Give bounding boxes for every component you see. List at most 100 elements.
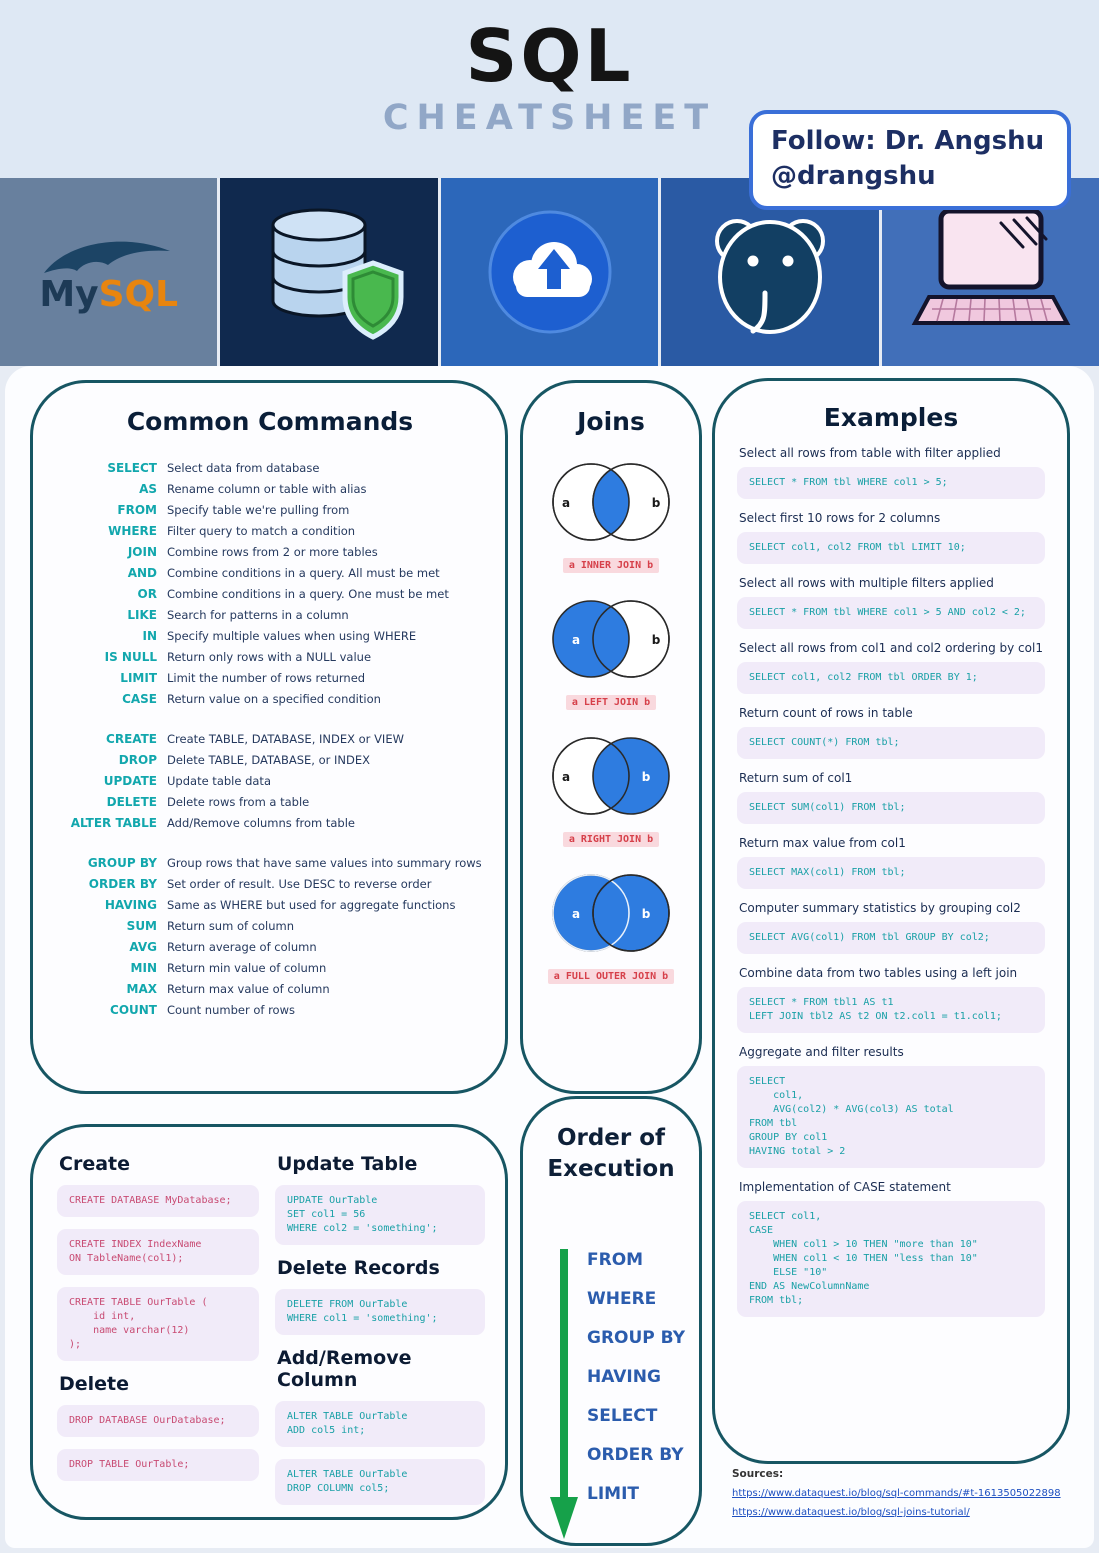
venn-label-b: b	[652, 633, 661, 647]
command-description: Limit the number of rows returned	[167, 671, 366, 685]
order-of-execution-title: Order of Execution	[523, 1123, 699, 1185]
order-title-line1: Order of	[556, 1125, 666, 1151]
command-keyword: OR	[137, 587, 157, 601]
venn-full-outer-join: a b a FULL OUTER JOIN b	[523, 861, 699, 984]
command-keyword: GROUP BY	[87, 856, 157, 870]
inner-join-caption: a INNER JOIN b	[562, 558, 660, 573]
command-row: ORDER BY Set order of result. Use DESC t…	[49, 874, 491, 895]
command-row: SUM Return sum of column	[49, 916, 491, 937]
command-keyword: LIKE	[127, 608, 157, 622]
example-code: SELECT * FROM tbl WHERE col1 > 5 AND col…	[737, 597, 1045, 629]
left-join-caption: a LEFT JOIN b	[565, 695, 657, 710]
command-description: Same as WHERE but used for aggregate fun…	[167, 898, 456, 912]
example-label: Return max value from col1	[739, 836, 906, 850]
command-description: Create TABLE, DATABASE, INDEX or VIEW	[167, 732, 404, 746]
command-keyword: COUNT	[110, 1003, 157, 1017]
command-description: Return average of column	[167, 940, 317, 954]
full-outer-join-caption: a FULL OUTER JOIN b	[547, 969, 675, 984]
command-row: AS Rename column or table with alias	[49, 479, 491, 500]
example-label: Combine data from two tables using a lef…	[739, 966, 1018, 980]
order-title-line2: Execution	[547, 1156, 675, 1183]
command-row: HAVING Same as WHERE but used for aggreg…	[49, 895, 491, 916]
example-item: Return sum of col1 SELECT SUM(col1) FROM…	[737, 771, 1045, 824]
command-keyword: IS NULL	[104, 650, 157, 664]
command-keyword: HAVING	[104, 898, 157, 912]
source-link[interactable]: https://www.dataquest.io/blog/sql-joins-…	[732, 1507, 970, 1518]
command-row: ALTER TABLE Add/Remove columns from tabl…	[49, 813, 491, 834]
sources-label: Sources:	[732, 1468, 784, 1480]
command-row: LIMIT Limit the number of rows returned	[49, 668, 491, 689]
command-row: AND Combine conditions in a query. All m…	[49, 563, 491, 584]
ddl-panel: Create CREATE DATABASE MyDatabase;CREATE…	[30, 1124, 508, 1520]
example-item: Select first 10 rows for 2 columns SELEC…	[737, 511, 1045, 564]
delete-heading: Delete	[59, 1373, 130, 1395]
command-description: Specify multiple values when using WHERE	[167, 629, 417, 643]
command-row: COUNT Count number of rows	[49, 1000, 491, 1021]
example-label: Computer summary statistics by grouping …	[739, 901, 1021, 915]
command-keyword: AS	[139, 482, 157, 496]
ddl-code-block: DROP TABLE OurTable;	[57, 1449, 259, 1481]
command-row: DELETE Delete rows from a table	[49, 792, 491, 813]
execution-step: WHERE	[587, 1289, 657, 1309]
mysql-logo: MySQL	[0, 178, 218, 366]
right-join-diagram: a b	[552, 737, 670, 815]
command-keyword: MAX	[126, 982, 157, 996]
ddl-right-column: Update Table UPDATE OurTable SET col1 = …	[275, 1147, 485, 1517]
example-label: Select first 10 rows for 2 columns	[739, 511, 941, 525]
database-shield-svg	[271, 208, 404, 340]
database-shield-icon	[220, 178, 438, 366]
example-code: SELECT col1, CASE WHEN col1 > 10 THEN "m…	[737, 1201, 1045, 1317]
example-item: Return max value from col1 SELECT MAX(co…	[737, 836, 1045, 889]
logo-banner: MySQL	[0, 178, 1099, 366]
command-keyword: CASE	[122, 692, 157, 706]
command-description: Return min value of column	[167, 961, 327, 975]
command-row: FROM Specify table we're pulling from	[49, 500, 491, 521]
example-code: SELECT * FROM tbl WHERE col1 > 5;	[737, 467, 1045, 499]
command-description: Specify table we're pulling from	[167, 503, 350, 517]
venn-label-a: a	[562, 770, 570, 784]
common-commands-list: SELECT Select data from database AS Rena…	[49, 458, 491, 1021]
command-keyword: WHERE	[108, 524, 157, 538]
ddl-code-block: DROP DATABASE OurDatabase;	[57, 1405, 259, 1437]
command-description: Add/Remove columns from table	[167, 816, 355, 830]
execution-step: SELECT	[587, 1406, 658, 1426]
command-row: CREATE Create TABLE, DATABASE, INDEX or …	[49, 729, 491, 750]
source-link[interactable]: https://www.dataquest.io/blog/sql-comman…	[732, 1488, 1061, 1499]
command-group-query: SELECT Select data from database AS Rena…	[49, 458, 491, 710]
create-blocks: CREATE DATABASE MyDatabase;CREATE INDEX …	[57, 1185, 259, 1361]
command-description: Return sum of column	[167, 919, 295, 933]
command-row: UPDATE Update table data	[49, 771, 491, 792]
add-remove-column-heading: Add/Remove Column	[277, 1347, 412, 1391]
command-keyword: MIN	[130, 961, 157, 975]
command-description: Return value on a specified condition	[167, 692, 381, 706]
ddl-code-block: CREATE DATABASE MyDatabase;	[57, 1185, 259, 1217]
example-label: Return count of rows in table	[739, 706, 913, 720]
command-row: JOIN Combine rows from 2 or more tables	[49, 542, 491, 563]
example-item: Combine data from two tables using a lef…	[737, 966, 1045, 1033]
example-item: Computer summary statistics by grouping …	[737, 901, 1045, 954]
follow-badge[interactable]: Follow: Dr. Angshu @drangshu	[749, 110, 1071, 211]
example-code: SELECT * FROM tbl1 AS t1 LEFT JOIN tbl2 …	[737, 987, 1045, 1033]
ddl-left-column: Create CREATE DATABASE MyDatabase;CREATE…	[57, 1147, 259, 1517]
venn-label-a: a	[572, 907, 580, 921]
command-group-ddl: CREATE Create TABLE, DATABASE, INDEX or …	[49, 729, 491, 834]
command-keyword: LIMIT	[120, 671, 157, 685]
command-row: SELECT Select data from database	[49, 458, 491, 479]
delete-records-blocks: DELETE FROM OurTable WHERE col1 = 'somet…	[275, 1289, 485, 1335]
command-keyword: UPDATE	[103, 774, 157, 788]
create-heading: Create	[59, 1153, 130, 1175]
ddl-code-block: CREATE TABLE OurTable ( id int, name var…	[57, 1287, 259, 1361]
command-row: MAX Return max value of column	[49, 979, 491, 1000]
execution-step: FROM	[587, 1250, 644, 1270]
order-of-execution-panel: Order of Execution FROM WHERE GROUP BY H…	[520, 1096, 702, 1546]
ddl-code-block: ALTER TABLE OurTable DROP COLUMN col5;	[275, 1459, 485, 1505]
command-description: Delete rows from a table	[167, 795, 310, 809]
command-description: Set order of result. Use DESC to reverse…	[167, 877, 432, 891]
laptop-svg	[911, 208, 1071, 325]
example-label: Select all rows from col1 and col2 order…	[739, 641, 1043, 655]
execution-step: GROUP BY	[587, 1328, 686, 1348]
follow-text: Follow: Dr. Angshu	[771, 126, 1045, 156]
page-subtitle: CHEATSHEET	[382, 98, 717, 138]
example-item: Select all rows from table with filter a…	[737, 446, 1045, 499]
example-item: Aggregate and filter results SELECT col1…	[737, 1045, 1045, 1168]
